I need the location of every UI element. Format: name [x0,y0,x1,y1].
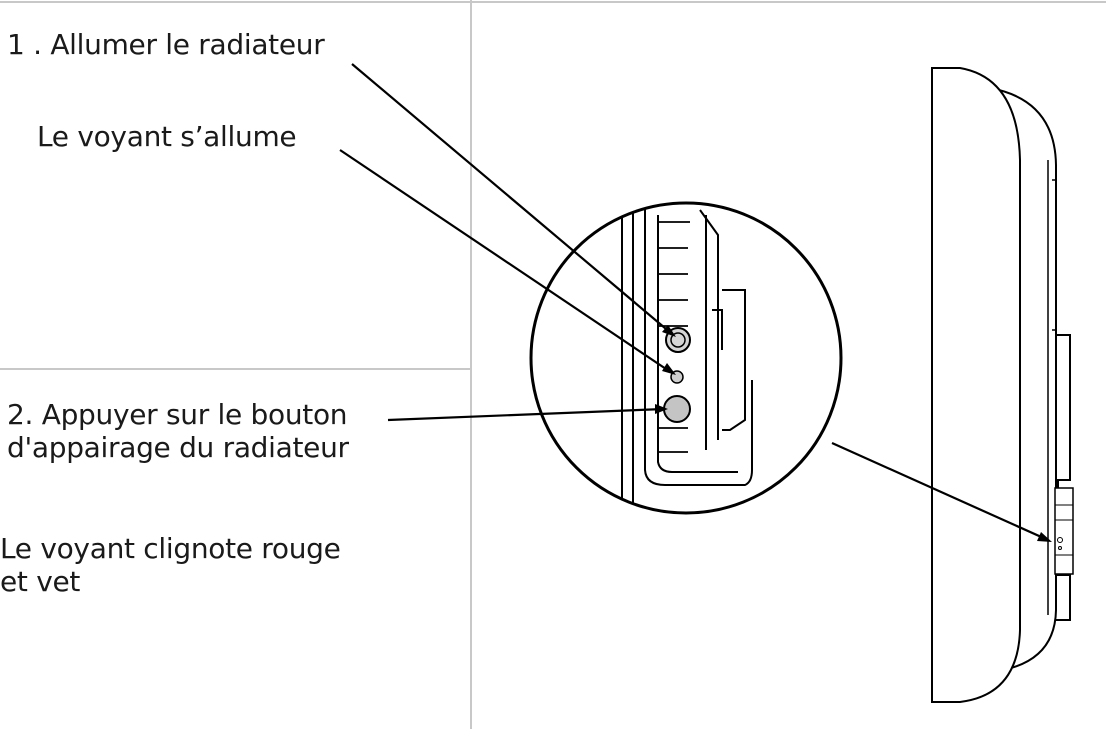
side-switch-block [1054,487,1074,575]
arrow-head-pairing [655,404,668,414]
arrow-head-led [662,363,676,375]
leader-led [339,149,673,374]
arrow-heads [655,325,1052,542]
zoom-power-button-inner [670,332,686,348]
step2-result: Le voyant clignote rouge et vet [0,532,341,598]
step2-result-line1: Le voyant clignote rouge [0,532,341,565]
arrow-head-zoom [1037,532,1052,542]
zoom-housing-inner [657,215,738,473]
leader-pairing [387,407,665,422]
small-led-mark [1058,546,1062,550]
zoom-housing [644,203,753,486]
radiator-side-view [931,67,1074,703]
step2-result-line2: et vet [0,565,81,598]
leader-lines [339,63,1049,542]
radiator-front-panel [931,67,1021,703]
arrow-head-power [662,325,676,337]
step2-label: 2. Appuyer sur le bouton d'appairage du … [7,398,349,464]
zoom-background [531,203,841,513]
zoom-latch [699,209,746,450]
small-button-mark [1057,537,1063,543]
zoom-detail [531,203,841,513]
step2-label-line1: 2. Appuyer sur le bouton [7,398,348,431]
vent-slots [658,221,690,453]
step1-result: Le voyant s’allume [37,120,297,153]
leader-power [351,63,673,335]
leader-zoom [831,441,1049,542]
step2-label-line2: d'appairage du radiateur [7,431,349,464]
zoom-circle-outline [529,201,843,515]
step1-label: 1 . Allumer le radiateur [7,28,325,61]
